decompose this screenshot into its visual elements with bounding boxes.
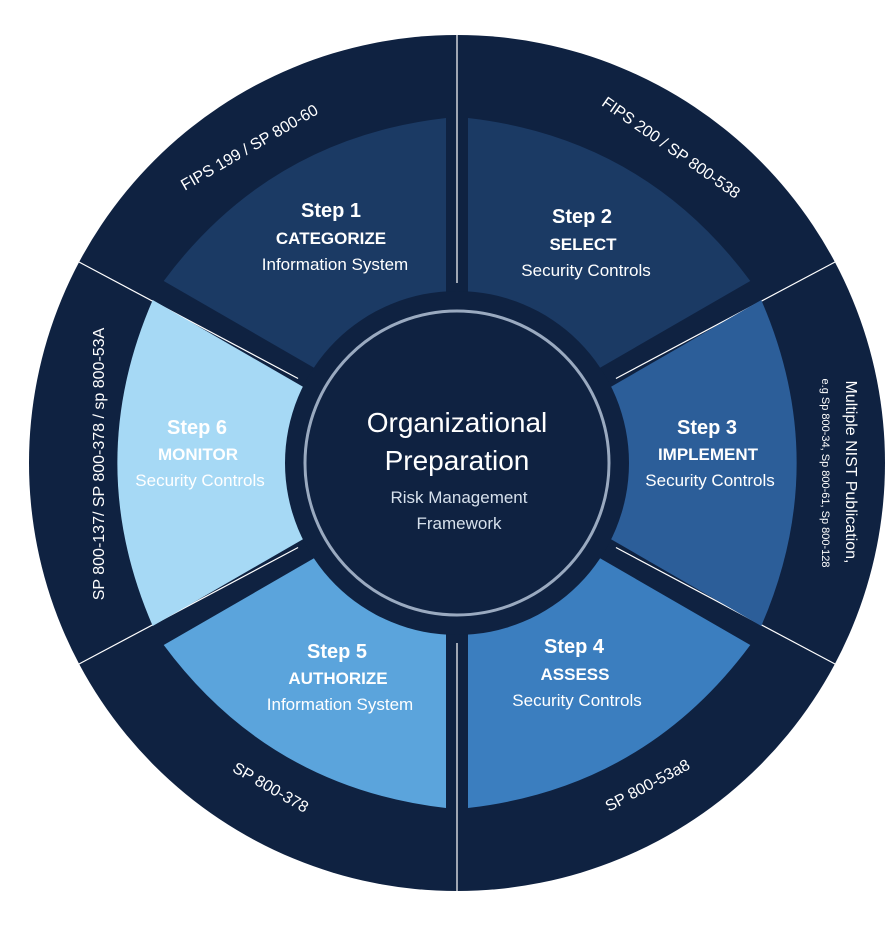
step-1-label: Step 1 CATEGORIZE Information System	[262, 200, 408, 274]
step-6-desc: Security Controls	[135, 471, 264, 490]
ring-label-right-sub: e.g Sp 800-34, Sp 800-61, Sp 800-128	[819, 379, 831, 568]
step-6-label: Step 6 MONITOR Security Controls	[135, 417, 264, 490]
step-2-label: Step 2 SELECT Security Controls	[521, 206, 650, 280]
step-6-name: MONITOR	[158, 445, 238, 464]
ring-divider-3	[615, 546, 837, 666]
step-2-name: SELECT	[549, 235, 617, 254]
step-4-name: ASSESS	[541, 665, 610, 684]
ring-divider-5	[77, 546, 299, 666]
step-5-desc: Information System	[267, 695, 413, 714]
ring-label-right-main: Multiple NIST Publication,	[842, 381, 859, 564]
step-3-segment	[592, 300, 797, 626]
step-3-label: Step 3 IMPLEMENT Security Controls	[645, 417, 774, 490]
step-4-desc: Security Controls	[512, 691, 641, 710]
center-ring	[303, 309, 611, 617]
step-3-desc: Security Controls	[645, 471, 774, 490]
step-1-number: Step 1	[301, 200, 361, 222]
center-subtitle-line2: Framework	[416, 514, 502, 533]
center-subtitle-line1: Risk Management	[390, 488, 527, 507]
step-5-label: Step 5 AUTHORIZE Information System	[267, 641, 413, 714]
step-6-number: Step 6	[167, 417, 227, 439]
step-4-label: Step 4 ASSESS Security Controls	[512, 636, 641, 710]
step-3-name: IMPLEMENT	[658, 445, 759, 464]
ring-label-left: SP 800-137/ SP 800-378 / sp 800-53A	[91, 327, 108, 600]
center-disc	[285, 291, 629, 635]
center-title-line2: Preparation	[385, 445, 530, 476]
center-title-line1: Organizational	[367, 407, 548, 438]
step-5-name: AUTHORIZE	[288, 669, 387, 688]
step-2-desc: Security Controls	[521, 261, 650, 280]
ring-divider-6	[77, 260, 299, 380]
ring-dividers	[77, 33, 837, 893]
step-6-segment	[117, 300, 322, 626]
step-3-number: Step 3	[677, 417, 737, 439]
step-1-desc: Information System	[262, 255, 408, 274]
step-4-number: Step 4	[544, 636, 605, 658]
ring-divider-2	[615, 260, 837, 380]
step-5-number: Step 5	[307, 641, 367, 663]
step-1-name: CATEGORIZE	[276, 229, 386, 248]
step-2-number: Step 2	[552, 206, 612, 228]
